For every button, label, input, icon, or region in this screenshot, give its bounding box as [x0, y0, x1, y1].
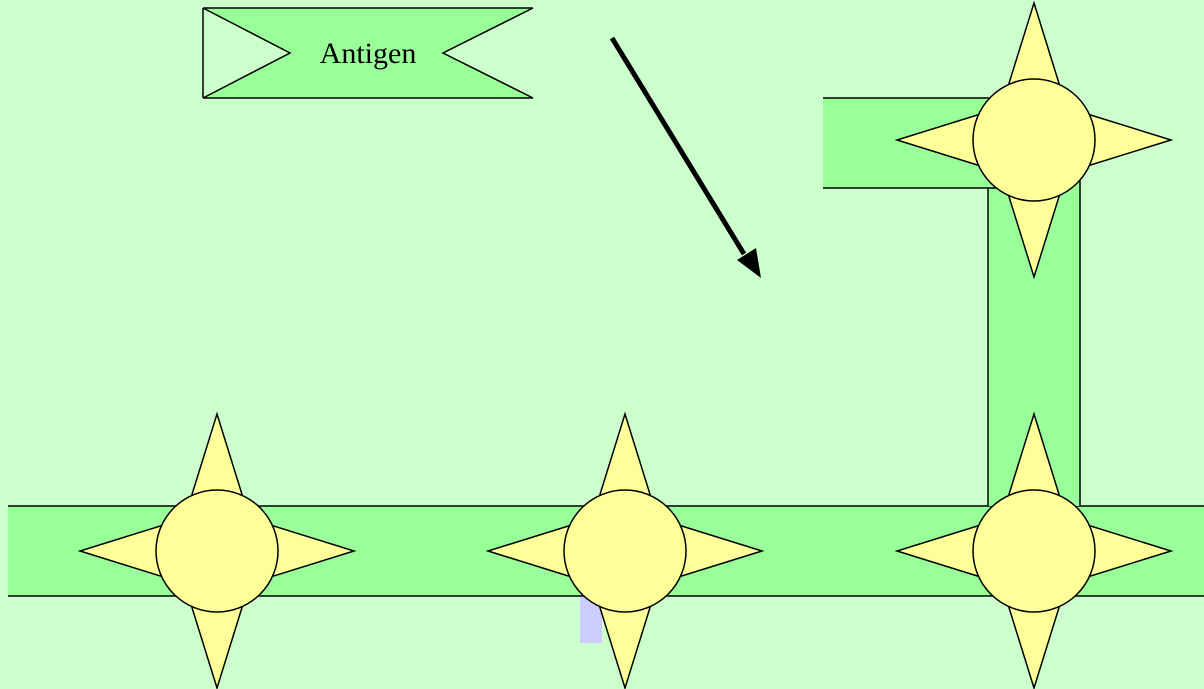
node-bottom-right	[894, 411, 1174, 689]
shadow-patch	[580, 597, 602, 643]
node-bottom-left	[77, 411, 357, 689]
antigen-label-text: Antigen	[320, 37, 417, 70]
node-top-right	[894, 0, 1174, 280]
node-circle	[563, 489, 687, 613]
node-bottom-middle	[485, 411, 765, 689]
nodes	[77, 0, 1174, 689]
antigen-ribbon-shape	[203, 8, 533, 98]
arrow-icon	[609, 36, 761, 278]
antigen-label: Antigen	[202, 7, 534, 99]
node-circle	[972, 78, 1096, 202]
node-circle	[972, 489, 1096, 613]
node-circle	[155, 489, 279, 613]
